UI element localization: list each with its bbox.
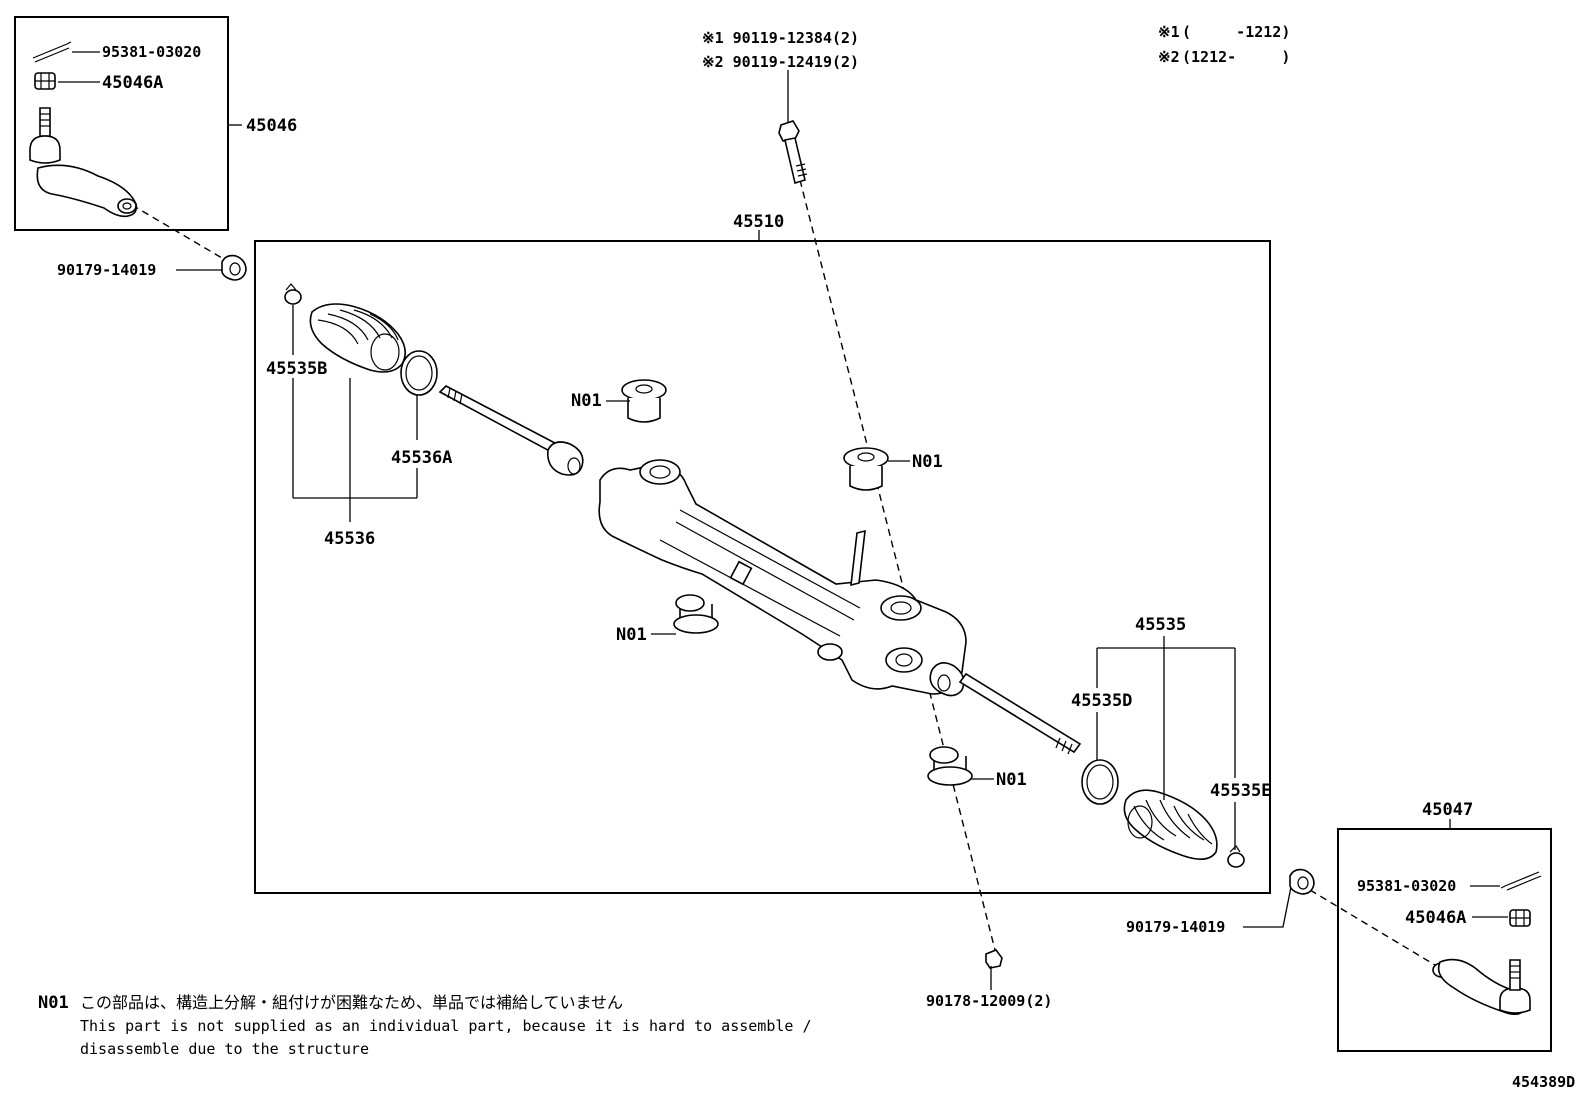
mounting-bolt-bottom-icon — [985, 949, 1003, 969]
bolt-alignment-line — [799, 179, 996, 951]
mounting-bolt-top-icon — [778, 120, 808, 185]
castle-nut-left-icon — [34, 72, 56, 90]
tie-rod-end-right-frame — [1337, 828, 1552, 1052]
lock-nut-right-icon — [1289, 868, 1315, 895]
label-boot-ring-left: 45536A — [391, 448, 452, 468]
lock-nut-left-icon — [221, 254, 247, 281]
right-end-alignment-line — [1309, 889, 1436, 966]
castle-nut-right-icon — [1509, 909, 1531, 927]
cotter-pin-left-icon — [32, 41, 72, 63]
label-bolt-variant-2: ※2 90119-12419(2) — [702, 53, 859, 71]
note-japanese: この部品は、構造上分解・組付けが困難なため、単品では補給していません — [80, 993, 623, 1012]
label-bolt-bottom: 90178-12009(2) — [926, 992, 1052, 1010]
label-boot-left-set: 45536 — [324, 529, 375, 549]
legend-text-2: (1212- ) — [1182, 48, 1290, 66]
label-lock-nut-left: 90179-14019 — [57, 261, 156, 279]
tie-rod-end-left-icon — [29, 107, 138, 218]
label-castle-nut-right: 45046A — [1405, 908, 1466, 928]
tie-rod-end-left-frame — [14, 16, 229, 231]
boot-clamp-left-icon — [284, 283, 302, 305]
tie-rod-end-right-icon — [1432, 958, 1531, 1016]
label-boot-ring-right: 45535D — [1071, 691, 1132, 711]
steering-rack-housing-icon — [598, 459, 967, 695]
boot-ring-left-icon — [400, 350, 438, 396]
label-boot-clamp-left: 45535B — [266, 359, 327, 379]
leader-lines — [58, 51, 1508, 990]
label-rack-assembly: 45510 — [733, 212, 784, 232]
note-code: N01 — [38, 993, 69, 1013]
label-lock-nut-right: 90179-14019 — [1126, 918, 1225, 936]
bushing-top-right-icon — [843, 447, 889, 491]
legend-mark-1: ※1 — [1158, 23, 1180, 41]
label-boot-clamp-right: 45535E — [1210, 781, 1271, 801]
label-tie-rod-end-right: 45047 — [1422, 800, 1473, 820]
inner-tie-rod-right-icon — [929, 662, 1082, 755]
bushing-top-left-icon — [621, 379, 667, 423]
figure-id: 454389D — [1512, 1073, 1575, 1091]
legend-mark-2: ※2 — [1158, 48, 1180, 66]
label-bushing-bottom-left: N01 — [616, 625, 647, 645]
left-end-alignment-line — [131, 204, 223, 259]
bushing-bottom-right-icon — [927, 746, 973, 786]
label-boot-right-set: 45535 — [1135, 615, 1186, 635]
label-cotter-pin-left: 95381-03020 — [102, 43, 201, 61]
rack-assembly-frame — [254, 240, 1271, 894]
note-english-line-2: disassemble due to the structure — [80, 1040, 369, 1058]
label-cotter-pin-right: 95381-03020 — [1357, 877, 1456, 895]
boot-ring-right-icon — [1081, 759, 1119, 805]
inner-tie-rod-left-icon — [438, 385, 584, 476]
legend-text-1: ( -1212) — [1182, 23, 1290, 41]
label-castle-nut-left: 45046A — [102, 73, 163, 93]
label-tie-rod-end-left: 45046 — [246, 116, 297, 136]
steering-boot-right-icon — [1123, 789, 1218, 860]
bushing-bottom-left-icon — [673, 594, 719, 634]
label-bushing-top-left: N01 — [571, 391, 602, 411]
cotter-pin-right-icon — [1500, 871, 1542, 891]
note-english-line-1: This part is not supplied as an individu… — [80, 1017, 812, 1035]
boot-clamp-right-icon — [1227, 845, 1245, 868]
label-bushing-top-right: N01 — [912, 452, 943, 472]
label-bushing-bottom-right: N01 — [996, 770, 1027, 790]
label-bolt-variant-1: ※1 90119-12384(2) — [702, 29, 859, 47]
